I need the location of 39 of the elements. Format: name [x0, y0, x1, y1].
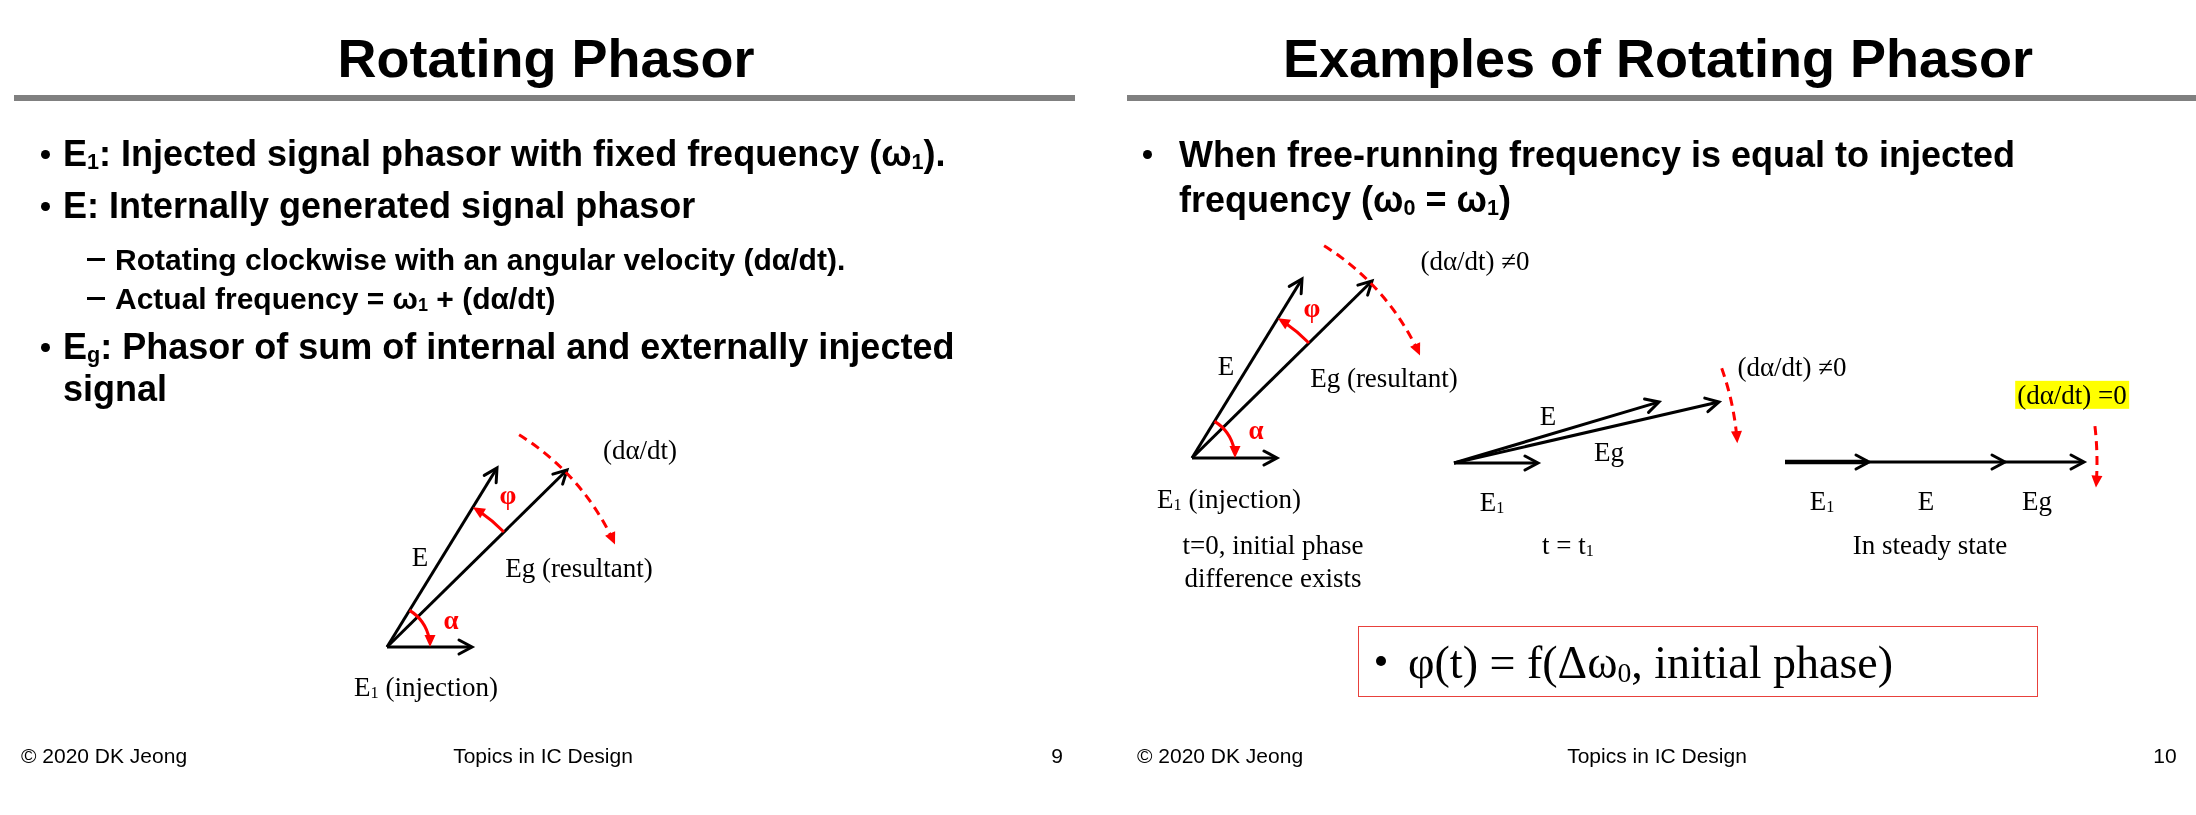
phasor-label: E$_{1}$ [1479, 487, 1505, 517]
page-number: 9 [1051, 744, 1063, 768]
bullet-text: Rotating clockwise with an angular velocity (dα/dt). [115, 242, 846, 276]
angle-label: φ [1303, 293, 1321, 323]
caption: t=0, initial phase difference exists [1181, 528, 1365, 595]
formula-text: φ(t) = f(Δω$_{0}$, initial phase) [1408, 638, 1894, 687]
bullet-text: E$_{1}$: Injected signal phasor with fixed frequency (ω$_{1}$). [63, 134, 946, 174]
phasor-label: Eg [1594, 437, 1624, 467]
footer-text: © 2020 DK Jeong [21, 744, 188, 768]
phasor-label: E [1217, 351, 1235, 381]
phasor-label: E [411, 542, 429, 572]
footer-text: Topics in IC Design [1567, 744, 1747, 768]
bullet-text: E$_{g}$: Phasor of sum of internal and externally injected signal [63, 326, 956, 410]
bullet-text: Actual frequency = ω$_{1}$ + (dα/dt) [115, 281, 556, 315]
phasor-label: Eg (resultant) [1310, 363, 1458, 393]
rate-label: (dα/dt) ≠0 [1420, 246, 1530, 276]
phasor-label: E$_{1}$ [1809, 486, 1835, 516]
rate-label: (dα/dt) ≠0 [1737, 352, 1847, 382]
rate-label: (dα/dt) [602, 435, 678, 465]
phasor-label: E [1917, 486, 1935, 516]
page-number: 10 [2153, 744, 2177, 768]
bullet-text: E: Internally generated signal phasor [63, 186, 696, 226]
footer-text: Topics in IC Design [453, 744, 633, 768]
phasor-label: E$_{1}$ (injection) [354, 672, 498, 702]
caption: t = t$_{1}$ [1542, 530, 1594, 560]
formula-box [1358, 626, 2038, 697]
bullet-text: When free-running frequency is equal to injected frequency (ω$_{0}$ = ω$_{1}$) [1179, 132, 2017, 222]
angle-label: α [1248, 415, 1264, 445]
phasor-label: Eg (resultant) [505, 553, 653, 583]
phasor-label: Eg [2022, 486, 2052, 516]
slide-title: Examples of Rotating Phasor [1282, 29, 2034, 89]
caption: In steady state [1852, 530, 2008, 560]
footer-text: © 2020 DK Jeong [1137, 744, 1304, 768]
angle-label: φ [499, 480, 517, 510]
rate-label: (dα/dt) =0 [2015, 380, 2129, 410]
angle-label: α [443, 605, 459, 635]
slide-title: Rotating Phasor [337, 29, 755, 89]
phasor-label: E [1539, 401, 1557, 431]
phasor-label: E$_{1}$ (injection) [1157, 484, 1301, 514]
